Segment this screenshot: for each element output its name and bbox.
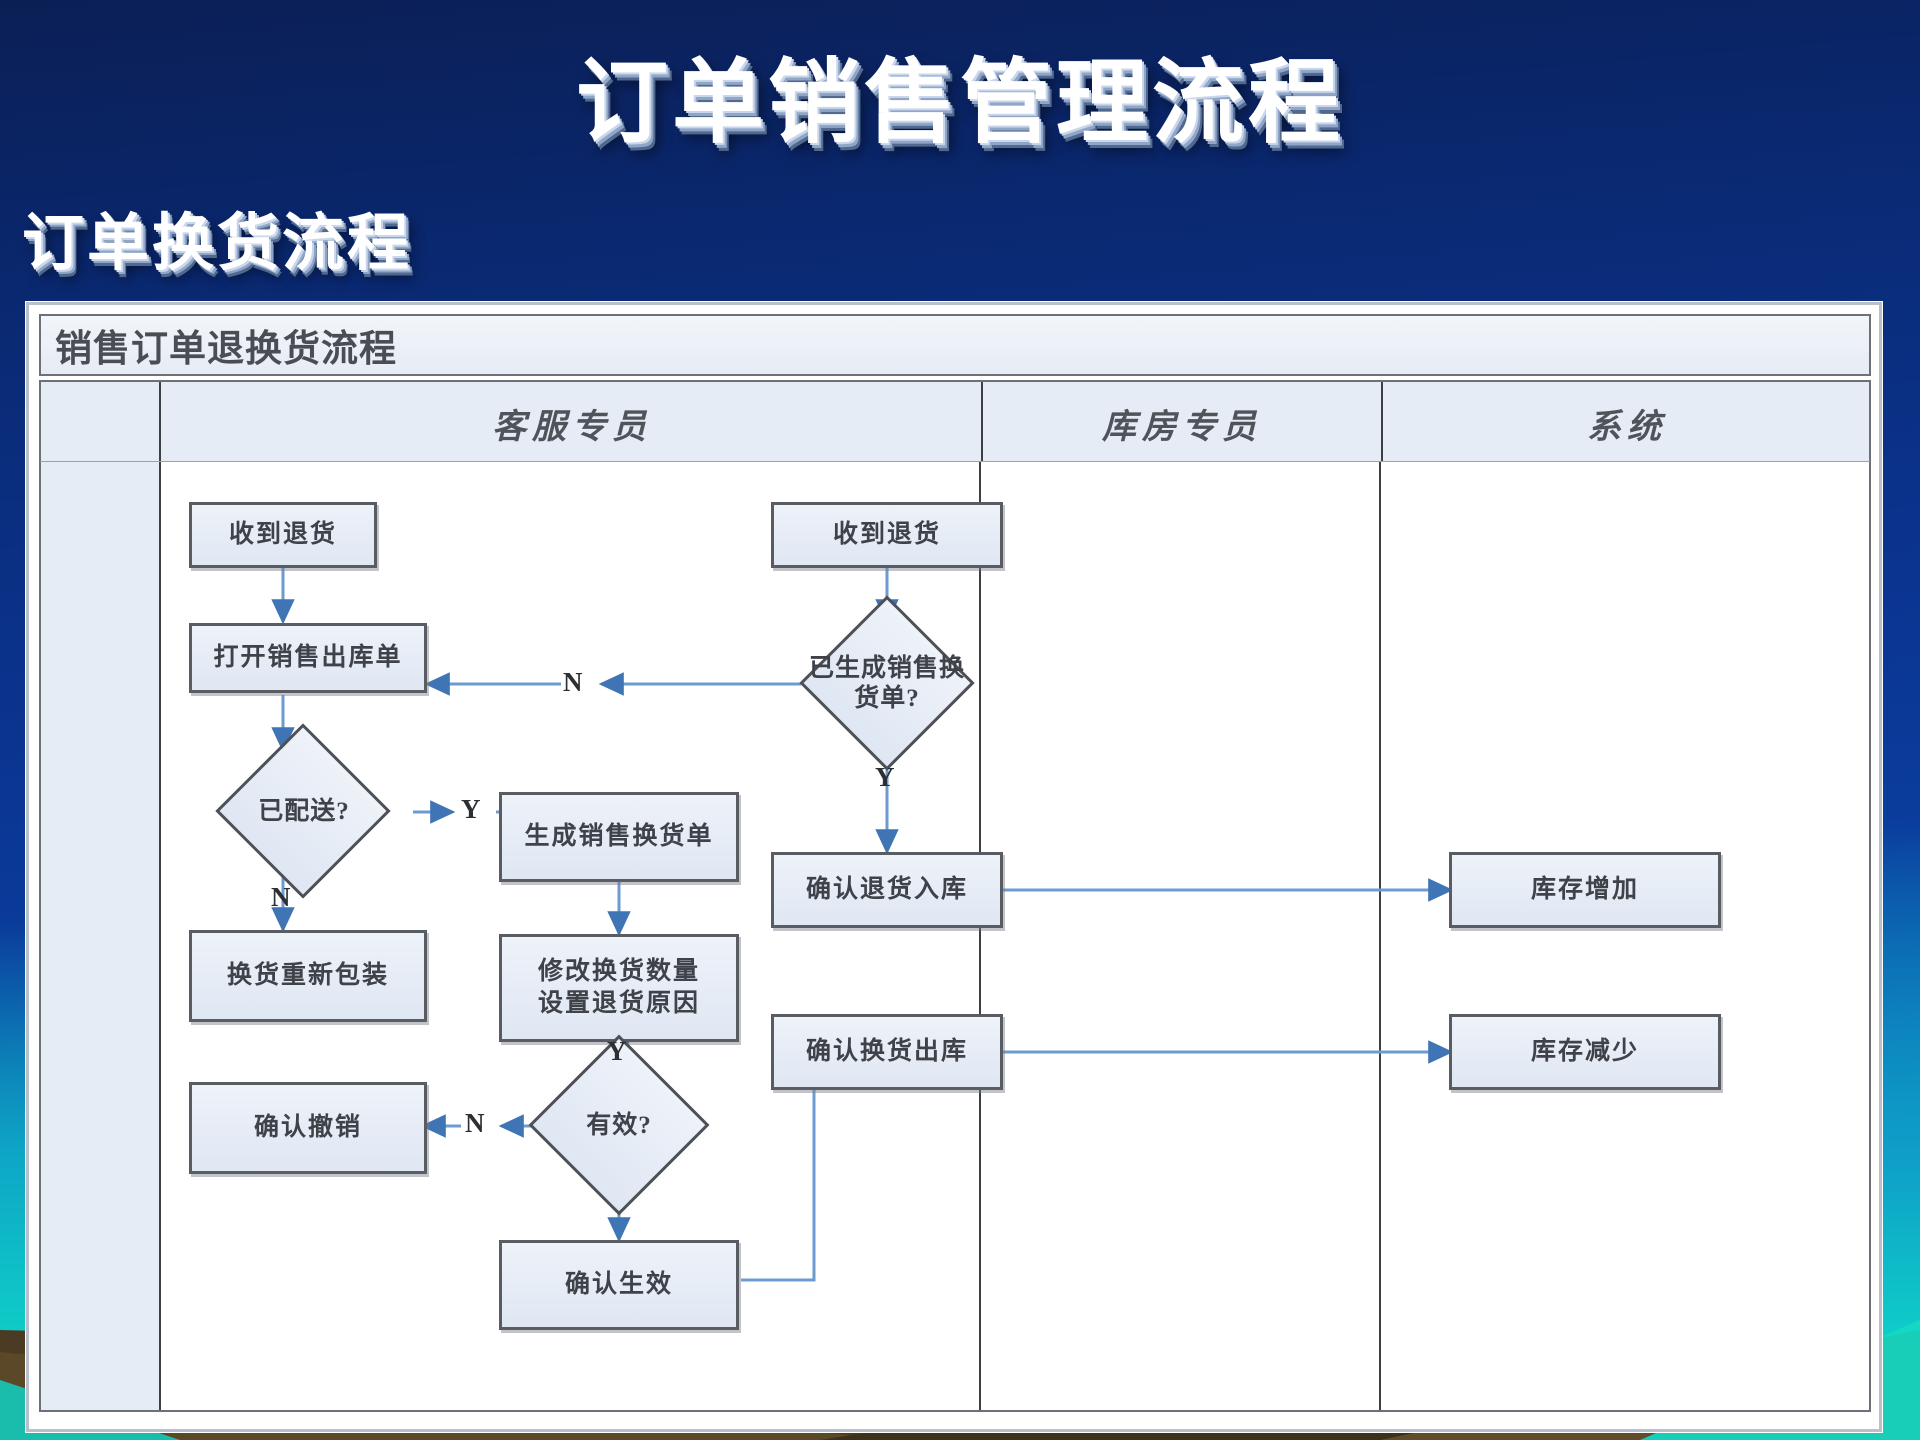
node-label: 库存增加 [1530,876,1639,903]
flowchart-title: 销售订单退换货流程 [55,329,397,370]
edge-label-exchange-made-no: N [563,667,583,697]
node-cs-delivered-question[interactable]: 已配送? [191,723,417,899]
node-cs-edit-quantity[interactable]: 修改换货数量 设置退货原因 [499,934,739,1042]
node-label: 打开销售出库单 [213,644,403,671]
node-wh-confirm-return-in[interactable]: 确认退货入库 [771,852,1003,928]
lane-divider-body-2 [1379,462,1381,1410]
edge-label-qty-to-valid: Y [607,1036,627,1066]
node-label-line-1: 已生成销售换 [808,655,965,682]
swimlane-spacer-body [41,462,161,1410]
lane-divider-2 [1381,382,1383,461]
node-label: 确认换货出库 [805,1038,968,1065]
edge-label-delivered-no: N [271,882,291,912]
lane-divider-1 [981,382,983,461]
lane-title-warehouse: 库房专员 [1102,408,1262,446]
node-label: 已配送? [258,798,350,825]
node-sys-stock-decrease[interactable]: 库存减少 [1449,1014,1721,1090]
flowchart-header: 销售订单退换货流程 [39,314,1871,376]
edge-label-exchange-made-yes: Y [875,762,895,792]
page-subtitle: 订单换货流程 [22,210,413,278]
node-label: 确认生效 [564,1271,673,1298]
node-cs-confirm-cancel[interactable]: 确认撤销 [189,1082,427,1174]
node-label: 换货重新包装 [226,962,389,989]
swimlane-spacer [41,382,161,461]
node-label: 库存减少 [1530,1038,1639,1065]
node-label: 确认撤销 [253,1114,362,1141]
node-cs-valid-question[interactable]: 有效? [503,1034,735,1216]
node-wh-confirm-exchange-out[interactable]: 确认换货出库 [771,1014,1003,1090]
node-label: 收到退货 [832,521,941,548]
node-label: 生成销售换货单 [524,823,714,850]
edge-label-valid-no: N [465,1108,485,1138]
edge-label-delivered-yes: Y [461,794,481,824]
swimlane-body: Y N N Y Y N 收到退货 打开销售出库单 已配送? 换货重新包装 确认撤… [39,462,1871,1412]
node-cs-open-outbound[interactable]: 打开销售出库单 [189,623,427,693]
node-cs-repack[interactable]: 换货重新包装 [189,930,427,1022]
node-wh-exchange-made-question[interactable]: 已生成销售换 货单? [759,595,1015,771]
node-label: 有效? [586,1112,652,1139]
flowchart-container: 销售订单退换货流程 客服专员 库房专员 系统 [26,302,1882,1432]
lane-title-system: 系统 [1587,408,1667,446]
swimlane-header-row: 客服专员 库房专员 系统 [39,380,1871,462]
node-cs-create-exchange[interactable]: 生成销售换货单 [499,792,739,882]
lane-title-customer-service: 客服专员 [492,408,652,446]
node-cs-confirm-effect[interactable]: 确认生效 [499,1240,739,1330]
lane-divider-body-1 [979,462,981,1410]
node-label-line-2: 设置退货原因 [537,990,700,1017]
node-cs-receive-return[interactable]: 收到退货 [189,502,377,568]
node-wh-receive-return[interactable]: 收到退货 [771,502,1003,568]
node-label: 已生成销售换 货单? [759,622,1015,746]
node-label-line-2: 货单? [854,685,920,712]
page-title: 订单销售管理流程 [575,52,1344,154]
node-label: 收到退货 [228,521,337,548]
node-sys-stock-increase[interactable]: 库存增加 [1449,852,1721,928]
node-label-line-1: 修改换货数量 [537,958,700,985]
node-label: 确认退货入库 [805,876,968,903]
